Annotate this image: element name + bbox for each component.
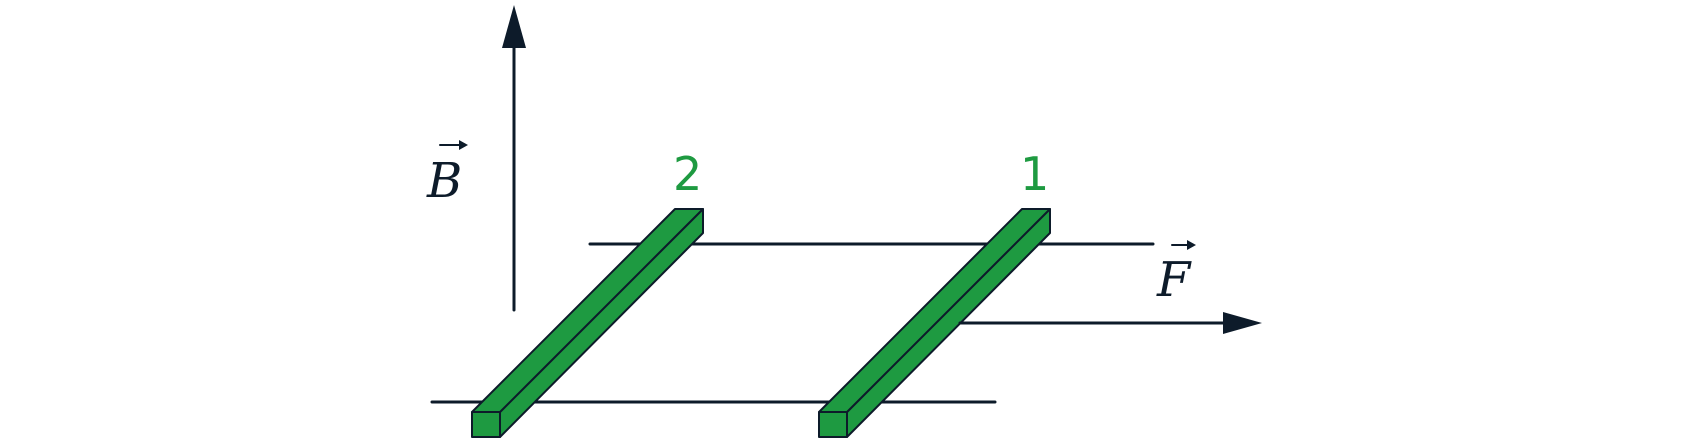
force-label-arrow-head	[1187, 240, 1196, 250]
rod-2-label: 2	[673, 147, 702, 201]
rod-1-label: 1	[1020, 147, 1049, 201]
rod-2-end-face	[471, 411, 501, 438]
force-label: F	[1156, 240, 1196, 308]
force-symbol: F	[1156, 252, 1192, 308]
magnetic-field-arrow	[502, 5, 526, 312]
magnetic-field-symbol: B	[426, 153, 462, 209]
rod-2	[471, 208, 704, 438]
rod-1-end-face	[818, 411, 848, 438]
rod-1-top-face	[818, 208, 1051, 413]
force-arrow-head	[1223, 312, 1262, 334]
rod-2-top-face	[471, 208, 704, 413]
magnetic-field-arrow-head	[502, 5, 526, 48]
magnetic-field-label: B	[426, 140, 468, 209]
magnetic-field-label-arrow-head	[459, 140, 468, 150]
force-arrow	[958, 312, 1262, 334]
rod-1	[818, 208, 1051, 438]
